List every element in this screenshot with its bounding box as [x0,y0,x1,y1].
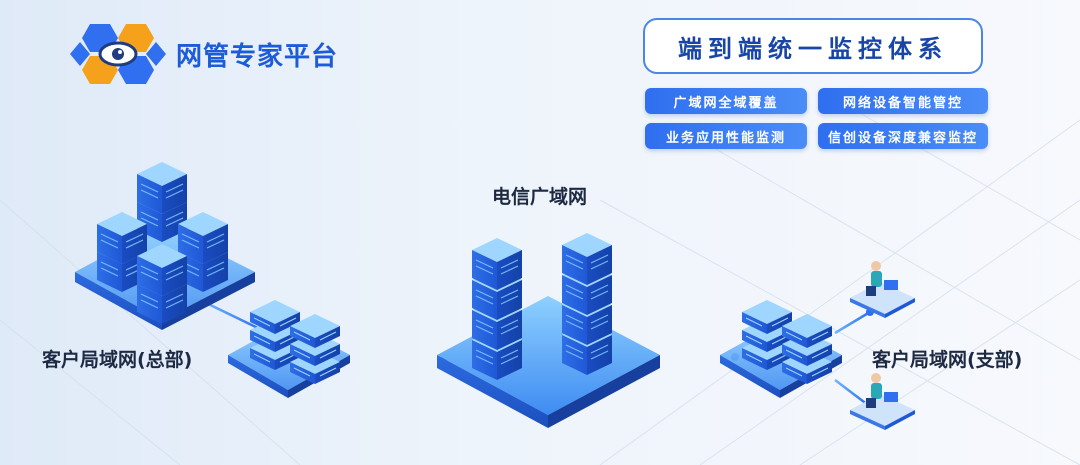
branch-switch-stack [720,299,842,398]
hq-server-cluster [75,161,255,330]
hq-lan-label: 客户局域网(总部) [42,349,193,371]
wan-label: 电信广域网 [492,186,588,208]
person-icon [871,261,881,271]
link-branch-to-workstation-top [834,308,874,335]
person-icon [871,373,881,383]
branch-lan-label: 客户局域网(支部) [872,349,1023,371]
brand-logo: 网管专家平台 [70,22,338,86]
feature-badge-app-performance: 业务应用性能监测 [645,123,807,149]
headline-box: 端到端统一监控体系 [643,18,983,74]
brand-name: 网管专家平台 [176,41,339,72]
feature-badge-xinchuang-compat: 信创设备深度兼容监控 [818,123,988,149]
hq-switch-stack [228,299,350,398]
link-hq-switch-to-wan [350,353,449,361]
brand-mark-icon [70,24,166,84]
feature-badge-device-control: 网络设备智能管控 [818,88,988,114]
wan-core-servers [437,232,660,428]
feature-badge-wan-coverage: 广域网全域覆盖 [645,88,807,114]
workstation-bottom [850,373,915,430]
workstation-top [850,261,915,318]
